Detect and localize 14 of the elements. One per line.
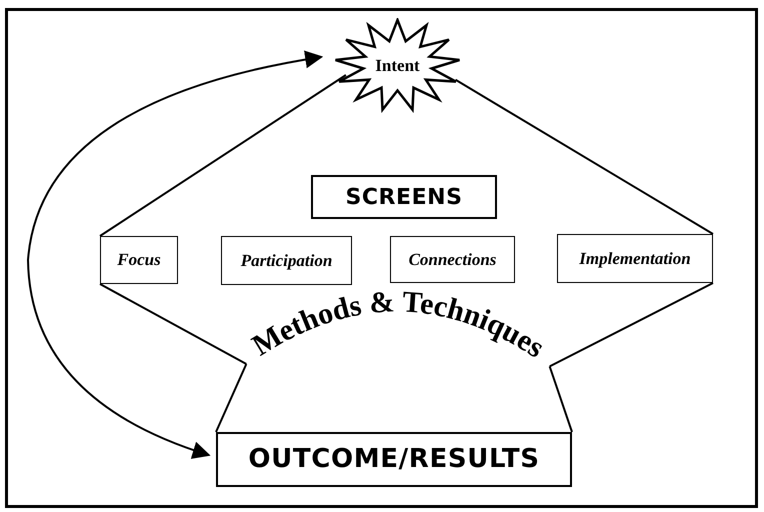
connector-line — [215, 364, 248, 432]
node-label: Intent — [375, 57, 420, 74]
connector-line — [548, 366, 573, 432]
connector-line — [100, 283, 247, 365]
label-box: Implementation — [557, 234, 713, 283]
label-box: SCREENS — [311, 175, 497, 219]
label-box: Connections — [390, 236, 515, 283]
label-box: Focus — [100, 236, 178, 284]
connector-line — [455, 78, 714, 235]
label-box: Participation — [221, 236, 352, 285]
label-box: OUTCOME/RESULTS — [216, 432, 572, 487]
connector-line — [99, 74, 346, 237]
curved-arrow — [27, 50, 324, 458]
connector-line — [549, 282, 714, 368]
